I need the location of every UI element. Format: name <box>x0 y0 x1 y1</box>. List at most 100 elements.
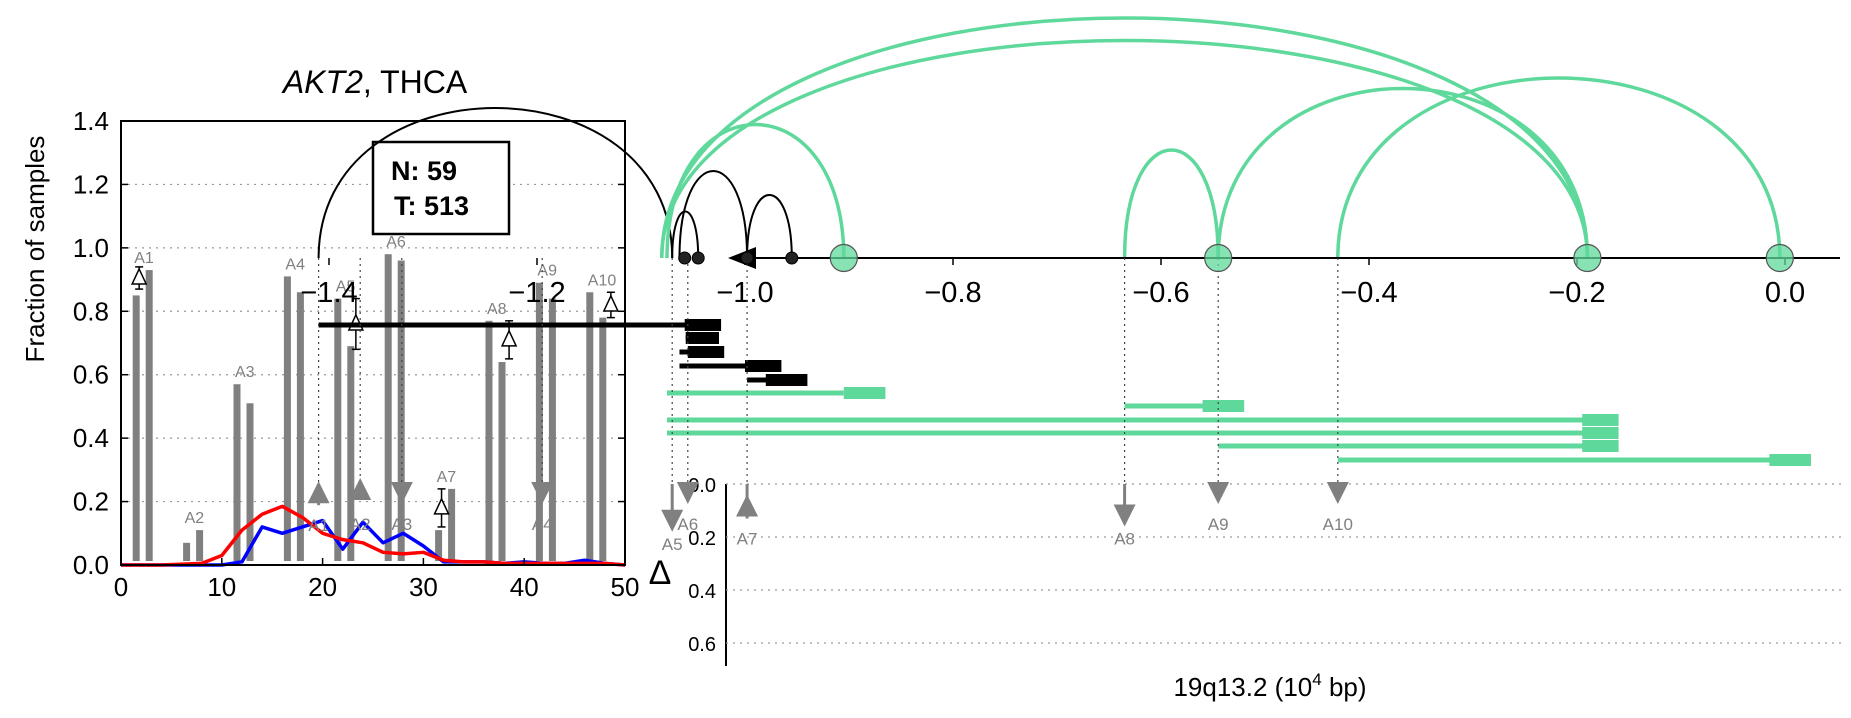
up-triangle-icon <box>349 478 372 500</box>
right-xtick-label: −0.6 <box>1132 277 1189 309</box>
splice-arc <box>678 170 749 259</box>
left-y-axis-label: Fraction of samples <box>20 136 50 363</box>
splice-arc <box>1336 76 1782 259</box>
down-triangle-icon <box>676 482 699 504</box>
isoform-exon <box>684 319 722 331</box>
right-xtick-label: −0.4 <box>1340 277 1397 309</box>
left-bars <box>132 254 607 561</box>
left-xtick-label: 10 <box>207 572 236 602</box>
splice-arc <box>660 16 1590 259</box>
bar-group-label: A4 <box>285 256 305 273</box>
left-chart-title: AKT2, THCA <box>281 64 468 100</box>
bar-group-label: A7 <box>437 469 457 486</box>
right-xtick-label: −0.2 <box>1548 277 1605 309</box>
legend-frame <box>371 140 511 236</box>
left-xtick-label: 20 <box>308 572 337 602</box>
isoform-exon <box>1582 427 1619 439</box>
xlabel-main: 19q13.2 (10 <box>1173 672 1312 702</box>
delta-ytick-label: 0.4 <box>688 581 716 603</box>
bar-normal <box>283 276 291 561</box>
bar-normal <box>586 292 594 561</box>
right-xtick-label: −1.2 <box>508 277 565 309</box>
bar-normal <box>384 254 392 561</box>
isoform-exon <box>1582 440 1619 452</box>
isoform-exon <box>1582 414 1619 426</box>
left-ytick-label: 0.4 <box>73 423 109 453</box>
xlabel-sup: 4 <box>1312 670 1321 689</box>
site-dot-green <box>1765 243 1794 273</box>
delta-triangle <box>130 267 148 285</box>
delta-marker-label: A9 <box>1208 515 1229 534</box>
bar-tumor <box>498 362 506 561</box>
delta-axis-label: Δ <box>649 554 672 592</box>
left-ytick-label: 1.4 <box>73 106 109 136</box>
bar-normal <box>132 295 140 561</box>
title-sep: , <box>363 64 380 100</box>
legend-tumor-count: T: 513 <box>394 191 469 221</box>
bar-normal <box>183 542 191 561</box>
splice-arc <box>317 107 674 259</box>
delta-marker-label: A6 <box>677 515 698 534</box>
site-dot-green <box>1204 243 1233 273</box>
delta-triangle <box>500 329 518 347</box>
left-xtick-label: 50 <box>611 572 640 602</box>
isoform-exon <box>765 374 808 386</box>
delta-marker-label: A3 <box>391 515 412 534</box>
delta-marker-label: A4 <box>532 515 553 534</box>
isoform-exon <box>685 332 719 344</box>
bar-tumor <box>599 317 607 561</box>
down-triangle-icon <box>531 482 554 504</box>
delta-ytick-label: 0.2 <box>688 528 716 550</box>
site-dot-black <box>678 251 692 265</box>
legend-normal-count: N: 59 <box>391 156 457 186</box>
title-gene: AKT2 <box>281 64 363 100</box>
down-triangle-icon <box>661 509 684 532</box>
right-xtick-label: −1.4 <box>300 277 357 309</box>
down-triangle-icon <box>390 482 413 504</box>
site-dot-green <box>1573 243 1602 273</box>
delta-marker-label: A10 <box>1323 515 1353 534</box>
splice-arc <box>1216 86 1590 259</box>
bar-tumor <box>347 346 355 561</box>
right-xtick-label: 0.0 <box>1765 277 1805 309</box>
right-x-axis-label: 19q13.2 (104 bp) <box>1173 670 1366 702</box>
bar-tumor <box>246 403 254 561</box>
bar-normal <box>233 384 241 561</box>
bar-group-label: A2 <box>185 510 205 527</box>
legend-box: N: 59 T: 513 <box>371 140 511 236</box>
isoform-exon <box>1769 454 1811 466</box>
left-bar-chart: AKT2, THCA Fraction of samples A1A2A3A4A… <box>20 64 639 602</box>
delta-marker-label: A5 <box>662 535 683 554</box>
bar-normal <box>535 282 543 561</box>
delta-triangle <box>602 294 620 312</box>
left-ytick-label: 1.2 <box>73 169 109 199</box>
up-triangle-icon <box>307 481 330 504</box>
delta-marker-label: A8 <box>1114 529 1135 548</box>
bar-normal <box>485 320 493 561</box>
bar-tumor <box>548 298 556 561</box>
delta-marker-label: A7 <box>737 529 758 548</box>
isoform-exon <box>687 346 725 358</box>
bar-normal <box>334 298 342 561</box>
bar-tumor <box>296 292 304 561</box>
bar-group-label: A8 <box>487 301 507 318</box>
down-triangle-icon <box>1113 504 1136 527</box>
delta-triangle <box>433 497 450 515</box>
bar-normal <box>435 530 443 561</box>
left-ytick-label: 0.8 <box>73 296 109 326</box>
density-line <box>121 504 626 567</box>
isoform-exon <box>745 360 782 372</box>
up-triangle-icon <box>736 494 759 517</box>
site-dot-green <box>829 243 858 273</box>
left-y-ticks: 0.00.20.40.60.81.01.21.4 <box>73 106 625 580</box>
left-lines <box>121 504 626 567</box>
left-ytick-label: 0.0 <box>73 550 109 580</box>
delta-triangle <box>347 313 365 331</box>
down-triangle-icon <box>1207 482 1230 504</box>
site-dot-black <box>691 251 705 265</box>
